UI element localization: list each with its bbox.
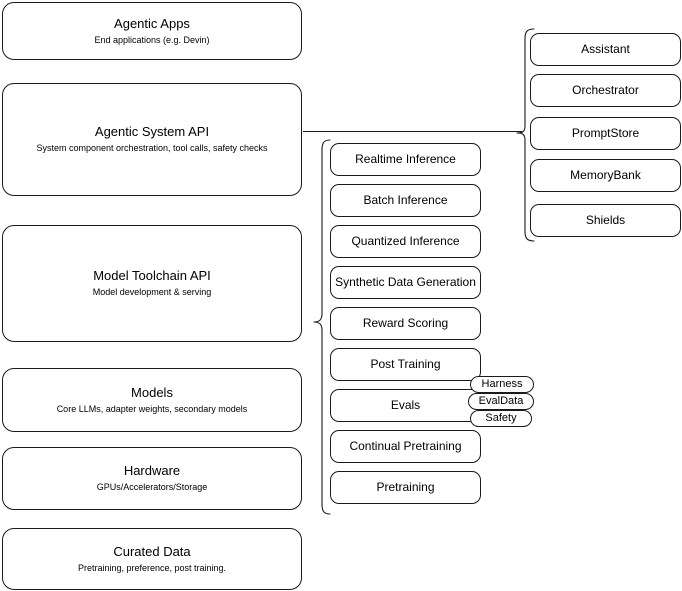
system-api-component-promptstore[interactable]: PromptStore xyxy=(530,117,681,150)
layer-title: Hardware xyxy=(123,463,181,478)
component-label: Realtime Inference xyxy=(355,152,456,166)
component-label: Pretraining xyxy=(376,480,435,494)
evals-subcomponent-safety[interactable]: Safety xyxy=(470,410,532,427)
component-label: Assistant xyxy=(581,42,630,56)
layer-title: Model Toolchain API xyxy=(93,268,211,283)
layer-title: Agentic System API xyxy=(94,124,210,139)
system-api-component-assistant[interactable]: Assistant xyxy=(530,33,681,66)
evals-subcomponent-harness[interactable]: Harness xyxy=(470,376,534,393)
toolchain-component-realtime-inference[interactable]: Realtime Inference xyxy=(330,143,481,176)
layer-box-model-toolchain-api[interactable]: Model Toolchain API Model development & … xyxy=(2,225,302,342)
layer-subtitle: GPUs/Accelerators/Storage xyxy=(96,482,208,492)
component-label: Quantized Inference xyxy=(351,234,460,248)
layer-title: Models xyxy=(131,384,173,400)
layer-box-models[interactable]: Models Core LLMs, adapter weights, secon… xyxy=(2,368,302,432)
layer-box-agentic-apps[interactable]: Agentic Apps End applications (e.g. Devi… xyxy=(2,2,302,60)
layer-title: Agentic Apps xyxy=(114,15,190,31)
layer-title: Curated Data xyxy=(113,543,191,559)
layer-subtitle: End applications (e.g. Devin) xyxy=(94,34,210,45)
toolchain-component-synthetic-data-generation[interactable]: Synthetic Data Generation xyxy=(330,266,481,299)
toolchain-component-quantized-inference[interactable]: Quantized Inference xyxy=(330,225,481,258)
layer-subtitle: Core LLMs, adapter weights, secondary mo… xyxy=(56,403,248,414)
component-label: Evals xyxy=(390,398,421,412)
brace-system-api-components xyxy=(516,28,535,242)
toolchain-component-post-training[interactable]: Post Training xyxy=(330,348,481,381)
layer-box-agentic-system-api[interactable]: Agentic System API System component orch… xyxy=(2,83,302,196)
component-label: Reward Scoring xyxy=(362,316,449,330)
component-label: MemoryBank xyxy=(570,168,641,182)
layer-box-curated-data[interactable]: Curated Data Pretraining, preference, po… xyxy=(2,528,302,590)
toolchain-component-batch-inference[interactable]: Batch Inference xyxy=(330,184,481,217)
toolchain-component-pretraining[interactable]: Pretraining xyxy=(330,471,481,504)
toolchain-component-continual-pretraining[interactable]: Continual Pretraining xyxy=(330,430,481,463)
system-api-component-shields[interactable]: Shields xyxy=(530,204,681,237)
system-api-component-memorybank[interactable]: MemoryBank xyxy=(530,159,681,192)
component-label: Shields xyxy=(585,213,626,227)
subcomponent-label: Safety xyxy=(485,412,517,424)
component-label: Synthetic Data Generation xyxy=(335,275,476,289)
component-label: Post Training xyxy=(370,357,441,371)
layer-subtitle: System component orchestration, tool cal… xyxy=(36,143,268,153)
layer-subtitle: Pretraining, preference, post training. xyxy=(77,562,227,573)
layer-subtitle: Model development & serving xyxy=(92,287,212,297)
component-label: Orchestrator xyxy=(572,83,639,97)
toolchain-component-evals[interactable]: Evals xyxy=(330,389,481,422)
brace-toolchain-components xyxy=(313,139,331,515)
subcomponent-label: EvalData xyxy=(478,395,524,407)
component-label: Continual Pretraining xyxy=(349,439,462,453)
system-api-component-orchestrator[interactable]: Orchestrator xyxy=(530,74,681,107)
connector-system-api-to-components xyxy=(303,131,522,132)
toolchain-component-reward-scoring[interactable]: Reward Scoring xyxy=(330,307,481,340)
layer-box-hardware[interactable]: Hardware GPUs/Accelerators/Storage xyxy=(2,447,302,510)
component-label: Batch Inference xyxy=(363,193,448,207)
component-label: PromptStore xyxy=(571,126,640,140)
evals-subcomponent-evaldata[interactable]: EvalData xyxy=(468,393,534,410)
subcomponent-label: Harness xyxy=(481,378,523,390)
